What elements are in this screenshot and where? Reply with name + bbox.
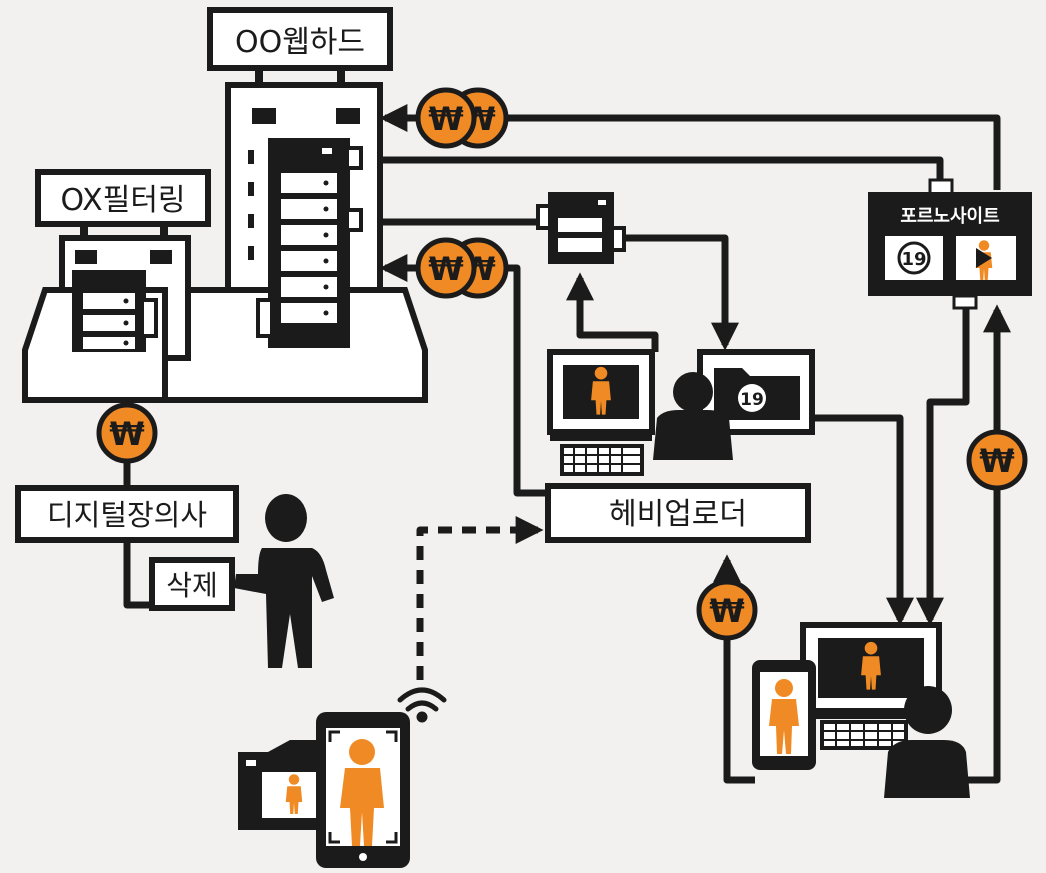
won-coin-icon bbox=[99, 405, 155, 461]
digital-undertaker-box bbox=[15, 485, 239, 543]
keyboard-icon bbox=[560, 444, 644, 476]
heavy-uploader-box bbox=[545, 483, 811, 543]
svg-text:19: 19 bbox=[740, 390, 764, 410]
won-coin-icon bbox=[969, 432, 1025, 488]
webhard-label: OO웹하드 bbox=[235, 25, 365, 60]
porn-site-window bbox=[868, 178, 1032, 310]
smartphone-icon bbox=[316, 712, 410, 868]
person-icon bbox=[234, 494, 334, 668]
won-coin-icon bbox=[418, 240, 506, 296]
filtering-label: OX필터링 bbox=[60, 183, 185, 218]
uploader-monitor bbox=[547, 349, 655, 441]
porn-site-label: 포르노사이트 bbox=[900, 206, 999, 227]
won-coin-icon bbox=[699, 582, 755, 638]
server-icon bbox=[536, 192, 626, 264]
filtering-building bbox=[22, 169, 211, 403]
delete-label: 삭제 bbox=[166, 569, 218, 602]
wifi-icon bbox=[397, 687, 447, 723]
smartphone-icon bbox=[752, 660, 816, 770]
won-coin-icon bbox=[418, 90, 506, 146]
webhard-building bbox=[162, 7, 428, 403]
heavy-uploader-label: 헤비업로더 bbox=[609, 497, 747, 532]
keyboard-icon bbox=[820, 720, 908, 750]
svg-text:19: 19 bbox=[901, 249, 926, 270]
digital-undertaker-label: 디지털장의사 bbox=[47, 498, 207, 532]
delete-box bbox=[149, 557, 235, 611]
age-19-icon: 19 bbox=[897, 241, 931, 275]
play-icon bbox=[975, 240, 993, 280]
person-icon bbox=[884, 686, 970, 798]
